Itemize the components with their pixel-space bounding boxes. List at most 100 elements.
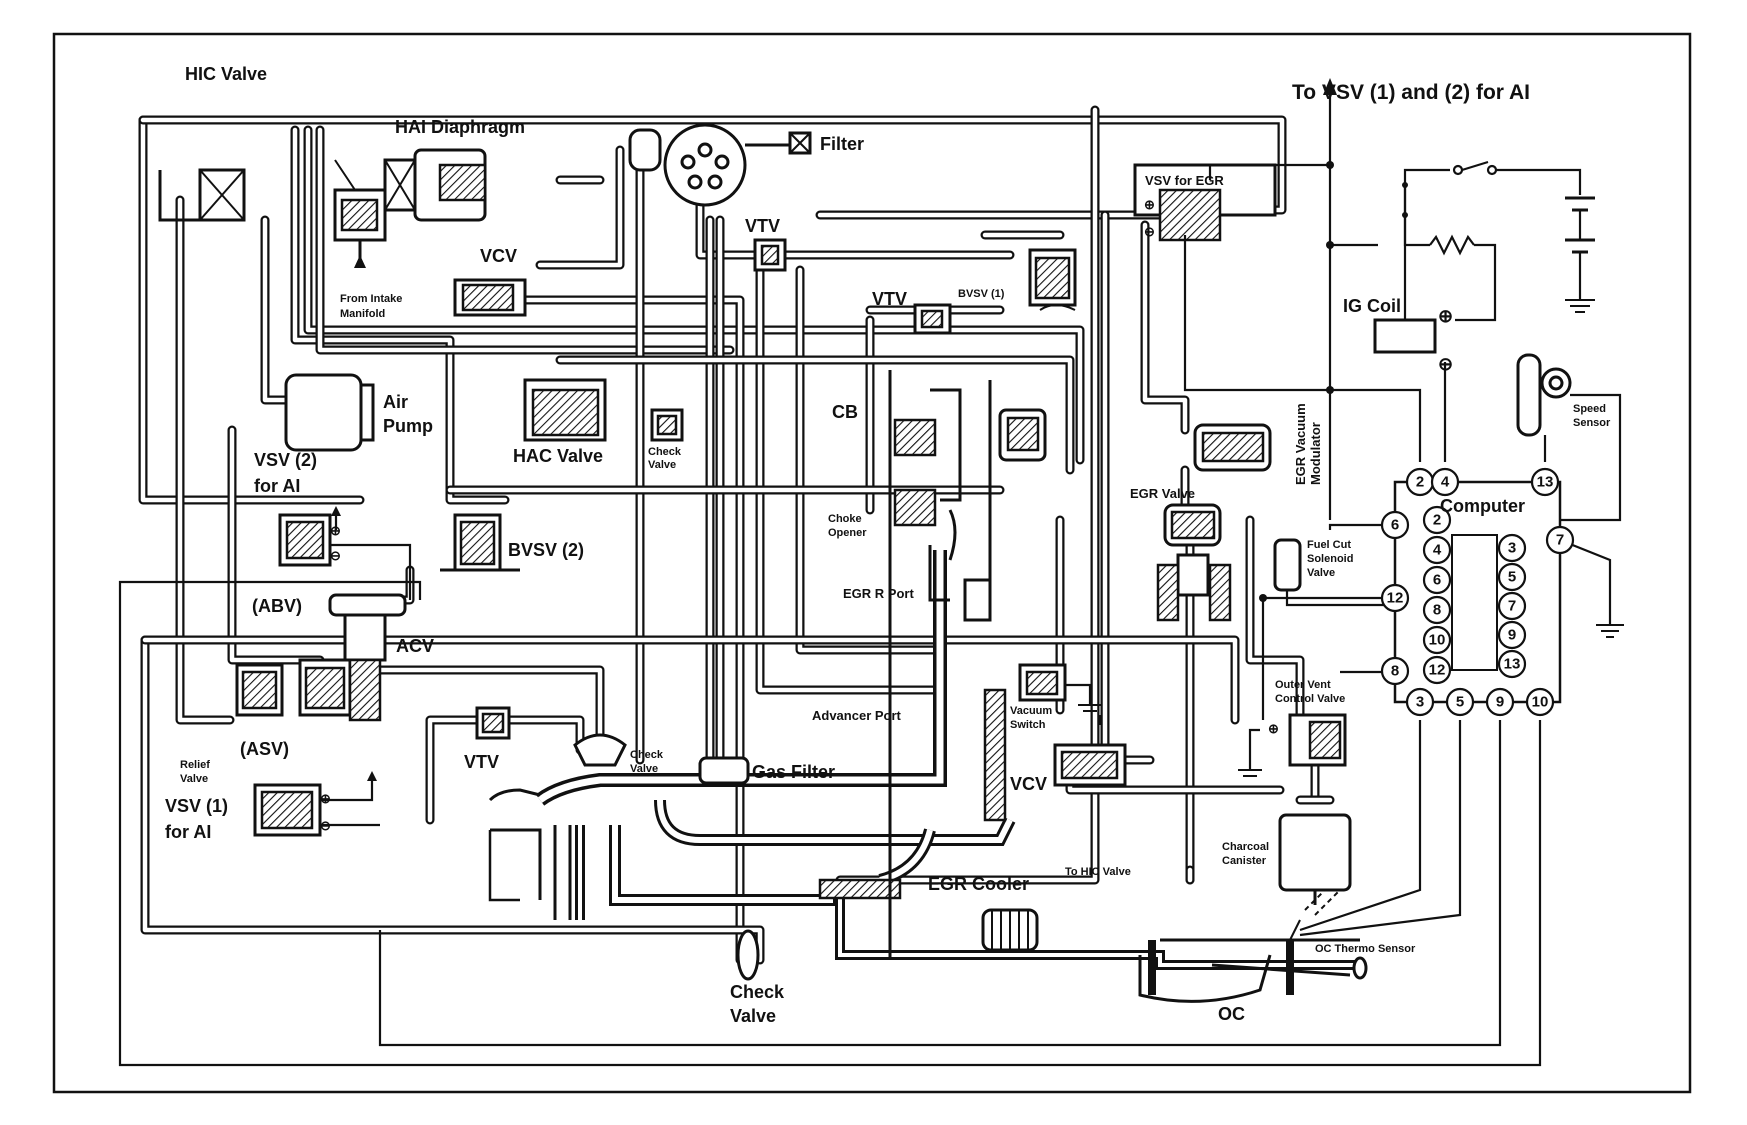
label-fuel-cut-3: Valve	[1307, 567, 1335, 579]
vcv-top	[453, 278, 527, 317]
bvsv-2	[440, 513, 520, 572]
terminal-label-connector_right-7: 7	[1508, 598, 1516, 615]
check-valve-mid	[573, 733, 627, 767]
label-hac-valve: HAC Valve	[513, 446, 603, 466]
label-oc: OC	[1218, 1004, 1245, 1024]
terminal-connector_left-10	[1422, 625, 1452, 655]
label-ovcv-plus: ⊕	[1268, 721, 1279, 736]
distributor	[628, 123, 812, 207]
label-hai-diaphragm: HAI Diaphragm	[395, 117, 525, 137]
label-filter: Filter	[820, 134, 864, 154]
outer-vent-valve	[1288, 713, 1347, 767]
label-abv: (ABV)	[252, 596, 302, 616]
terminal-connector_left-2	[1422, 505, 1452, 535]
terminal-label-connector_left-2: 2	[1433, 512, 1441, 529]
label-choke-2: Opener	[828, 527, 867, 539]
label-vcv-low: VCV	[1010, 774, 1047, 794]
check-valve-big	[736, 929, 760, 981]
terminal-connector_right-7	[1497, 591, 1527, 621]
terminal-right-7	[1545, 525, 1575, 555]
terminal-label-top-2: 2	[1416, 474, 1424, 491]
relief-valve	[235, 663, 284, 717]
terminal-top-13	[1530, 467, 1560, 497]
diagram-frame	[52, 32, 1692, 1094]
egr-vacuum-modulator	[1193, 423, 1272, 472]
label-fuel-cut-1: Fuel Cut	[1307, 539, 1351, 551]
vsv-2-ai	[278, 513, 332, 567]
hic-valve	[333, 159, 387, 268]
abv-acv	[298, 593, 407, 722]
charcoal-canister	[1278, 813, 1352, 905]
terminal-connector_right-9	[1497, 620, 1527, 650]
label-bvsv1: BVSV (1)	[958, 288, 1005, 300]
terminal-connector_left-4	[1422, 535, 1452, 565]
check-valve-small	[650, 408, 684, 442]
label-vsv1-2: for AI	[165, 822, 211, 842]
terminal-label-bottom-3: 3	[1416, 694, 1424, 711]
terminal-label-connector_left-8: 8	[1433, 602, 1441, 619]
label-check-valve-mid-2: Valve	[630, 763, 658, 775]
hac-valve	[523, 378, 607, 442]
label-acv: ACV	[396, 636, 434, 656]
label-bvsv2: BVSV (2)	[508, 540, 584, 560]
terminal-bottom-3	[1405, 687, 1435, 717]
label-egr-vac-1: EGR Vacuum	[1293, 403, 1308, 485]
label-ig-coil: IG Coil	[1343, 296, 1401, 316]
bvsv-1	[1028, 248, 1077, 311]
label-air-2: Pump	[383, 416, 433, 436]
label-egr-valve: EGR Valve	[1130, 486, 1195, 501]
terminal-label-top-4: 4	[1441, 474, 1450, 491]
terminal-connector_right-5	[1497, 562, 1527, 592]
label-charcoal-2: Canister	[1222, 855, 1267, 867]
vsv-1-ai	[253, 783, 322, 837]
terminal-bottom-5	[1445, 687, 1475, 717]
label-vsv1-plus: ⊕	[320, 791, 331, 806]
terminal-bottom-10	[1525, 687, 1555, 717]
terminal-left-6	[1380, 510, 1410, 540]
label-check-valve-mid-1: Check	[630, 749, 664, 761]
label-vacuum-switch-1: Vacuum	[1010, 705, 1052, 717]
terminal-label-left-6: 6	[1391, 517, 1399, 534]
label-vsv-egr-plus: ⊕	[1144, 197, 1155, 212]
terminal-left-8	[1380, 656, 1410, 686]
label-speed-1: Speed	[1573, 403, 1606, 415]
vsv-egr	[1133, 163, 1277, 242]
terminal-label-connector_left-10: 10	[1429, 632, 1446, 649]
vtv-low	[475, 706, 511, 740]
text-labels: HIC Valve HAI Diaphragm Filter To VSV (1…	[165, 64, 1611, 1026]
hai-box	[158, 148, 487, 222]
label-computer: Computer	[1440, 496, 1525, 516]
terminal-label-connector_right-13: 13	[1504, 656, 1521, 673]
label-vsv-egr-minus: ⊖	[1144, 224, 1155, 239]
terminal-label-top-13: 13	[1537, 474, 1554, 491]
label-vsv2-plus: ⊕	[330, 523, 341, 538]
terminal-label-bottom-10: 10	[1532, 694, 1549, 711]
battery-circuit	[1402, 160, 1595, 322]
terminal-connector_right-3	[1497, 533, 1527, 563]
label-speed-2: Sensor	[1573, 417, 1611, 429]
label-check-valve-big-2: Valve	[730, 1006, 776, 1026]
label-ig-minus: ⊖	[1438, 354, 1453, 374]
label-vsv-egr: VSV for EGR	[1145, 173, 1224, 188]
label-oc-thermo: OC Thermo Sensor	[1315, 943, 1416, 955]
terminal-label-left-8: 8	[1391, 663, 1399, 680]
label-vsv2-1: VSV (2)	[254, 450, 317, 470]
label-hic-valve: HIC Valve	[185, 64, 267, 84]
label-relief-2: Valve	[180, 773, 208, 785]
label-egr-r-port: EGR R Port	[843, 586, 914, 601]
label-vcv-top: VCV	[480, 246, 517, 266]
label-egr-cooler: EGR Cooler	[928, 874, 1029, 894]
terminal-label-connector_right-3: 3	[1508, 540, 1516, 557]
terminal-label-connector_right-5: 5	[1508, 569, 1516, 586]
label-check-valve-small-2: Valve	[648, 459, 676, 471]
vacuum-switch	[1018, 663, 1067, 702]
carburetor	[888, 370, 1047, 960]
label-air-1: Air	[383, 392, 408, 412]
label-charcoal-1: Charcoal	[1222, 841, 1269, 853]
label-from-intake-1: From Intake	[340, 293, 402, 305]
label-to-vsv: To VSV (1) and (2) for AI	[1292, 81, 1530, 104]
terminal-top-4	[1430, 467, 1460, 497]
vtv-top	[753, 238, 787, 272]
terminal-label-connector_left-6: 6	[1433, 572, 1441, 589]
terminal-label-right-7: 7	[1556, 532, 1564, 549]
